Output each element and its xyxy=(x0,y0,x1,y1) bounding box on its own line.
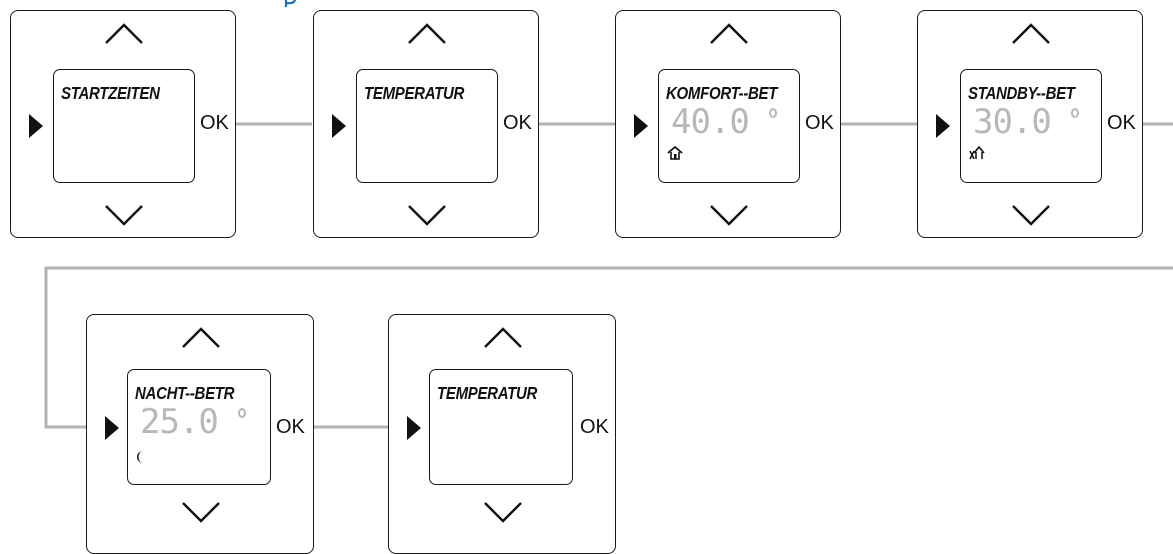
ok-button[interactable]: OK xyxy=(805,112,834,134)
lcd-display: STARTZEITEN xyxy=(53,69,195,183)
ok-button[interactable]: OK xyxy=(276,416,305,438)
screen-title: TEMPERATUR xyxy=(437,384,538,404)
ok-button[interactable]: OK xyxy=(580,416,609,438)
arrow-right-icon[interactable] xyxy=(634,114,650,138)
header-fragment xyxy=(284,0,296,7)
arrow-down-icon[interactable] xyxy=(407,204,447,226)
arrow-down-icon[interactable] xyxy=(483,501,523,523)
away-home-icon xyxy=(969,146,985,160)
temperature-value: 25.0 xyxy=(140,402,219,442)
screen-komfort-betrieb: KOMFORT--BET 40.0 OK xyxy=(615,10,841,238)
ok-button[interactable]: OK xyxy=(200,112,229,134)
temperature-value: 40.0 xyxy=(671,102,750,142)
screen-startzeiten: STARTZEITEN OK xyxy=(10,10,236,238)
arrow-right-icon[interactable] xyxy=(407,416,423,440)
arrow-right-icon[interactable] xyxy=(936,114,952,138)
ok-button[interactable]: OK xyxy=(503,112,532,134)
arrow-down-icon[interactable] xyxy=(709,204,749,226)
arrow-down-icon[interactable] xyxy=(104,204,144,226)
screen-title: TEMPERATUR xyxy=(364,84,465,104)
arrow-right-icon[interactable] xyxy=(105,416,121,440)
screen-temperatur: TEMPERATUR OK xyxy=(313,10,539,238)
screen-title: NACHT--BETR xyxy=(135,384,235,404)
screen-title: KOMFORT--BET xyxy=(666,84,778,104)
degree-icon xyxy=(769,108,777,118)
arrow-down-icon[interactable] xyxy=(1011,204,1051,226)
arrow-up-icon[interactable] xyxy=(104,23,144,45)
ok-button[interactable]: OK xyxy=(1107,112,1136,134)
arrow-up-icon[interactable] xyxy=(483,327,523,349)
arrow-up-icon[interactable] xyxy=(181,327,221,349)
degree-icon xyxy=(1071,108,1079,118)
arrow-down-icon[interactable] xyxy=(181,501,221,523)
arrow-right-icon[interactable] xyxy=(29,114,45,138)
home-icon xyxy=(667,146,683,160)
screen-title: STARTZEITEN xyxy=(61,84,160,104)
lcd-display: NACHT--BETR 25.0 xyxy=(127,369,271,485)
screen-nacht-betrieb: NACHT--BETR 25.0 OK xyxy=(86,314,314,554)
arrow-up-icon[interactable] xyxy=(407,23,447,45)
arrow-right-icon[interactable] xyxy=(332,114,348,138)
arrow-up-icon[interactable] xyxy=(709,23,749,45)
arrow-up-icon[interactable] xyxy=(1011,23,1051,45)
lcd-display: TEMPERATUR xyxy=(356,69,498,183)
screen-title: STANDBY--BET xyxy=(968,84,1075,104)
lcd-display: KOMFORT--BET 40.0 xyxy=(658,69,800,183)
flow-connectors xyxy=(44,122,1173,429)
moon-icon xyxy=(137,451,143,463)
screen-temperatur-2: TEMPERATUR OK xyxy=(388,314,616,554)
temperature-value: 30.0 xyxy=(973,102,1052,142)
degree-icon xyxy=(238,408,246,418)
screen-standby-betrieb: STANDBY--BET 30.0 OK xyxy=(917,10,1143,238)
lcd-display: STANDBY--BET 30.0 xyxy=(960,69,1102,183)
lcd-display: TEMPERATUR xyxy=(429,369,573,485)
connector-row-return xyxy=(44,266,1173,429)
